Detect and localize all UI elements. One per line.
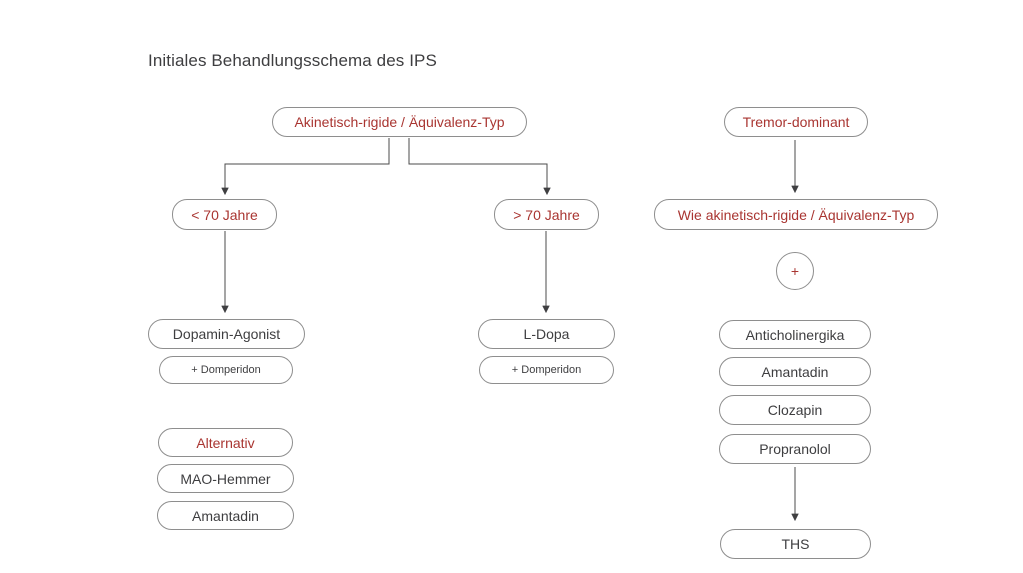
node-propranolol: Propranolol	[719, 434, 871, 464]
node-akinetic-rigid-type: Akinetisch-rigide / Äquivalenz-Typ	[272, 107, 527, 137]
node-over-70-years: > 70 Jahre	[494, 199, 599, 230]
node-amantadin-left: Amantadin	[157, 501, 294, 530]
node-domperidon-over70: + Domperidon	[479, 356, 614, 384]
node-dopamin-agonist: Dopamin-Agonist	[148, 319, 305, 349]
node-l-dopa: L-Dopa	[478, 319, 615, 349]
page-title: Initiales Behandlungsschema des IPS	[148, 51, 437, 70]
node-wie-akinetisch-rigide: Wie akinetisch-rigide / Äquivalenz-Typ	[654, 199, 938, 230]
node-amantadin-right: Amantadin	[719, 357, 871, 386]
node-mao-hemmer: MAO-Hemmer	[157, 464, 294, 493]
plus-circle-icon: +	[776, 252, 814, 290]
node-domperidon-under70: + Domperidon	[159, 356, 293, 384]
node-clozapin: Clozapin	[719, 395, 871, 425]
node-anticholinergika: Anticholinergika	[719, 320, 871, 349]
node-tremor-dominant: Tremor-dominant	[724, 107, 868, 137]
arrow-root-to-under70	[221, 138, 390, 196]
node-alternativ-label: Alternativ	[158, 428, 293, 457]
node-under-70-years: < 70 Jahre	[172, 199, 277, 230]
arrow-root-to-over70	[408, 138, 551, 196]
node-ths: THS	[720, 529, 871, 559]
